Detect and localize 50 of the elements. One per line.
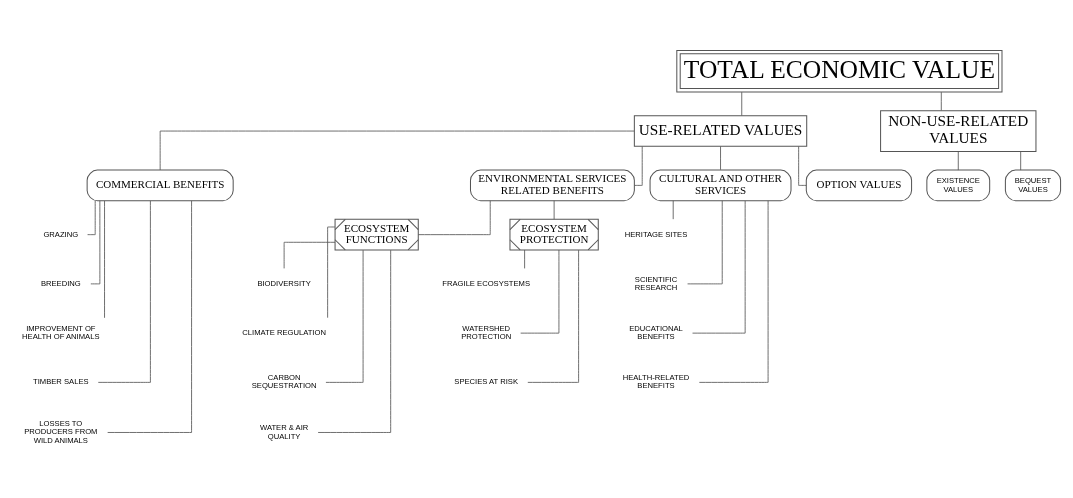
node-box: CULTURAL AND OTHER SERVICES <box>649 169 792 201</box>
node-box: EXISTENCE VALUES <box>926 169 991 201</box>
node-text: SPECIES AT RISK <box>454 376 519 386</box>
connector <box>687 199 723 284</box>
node-text: IMPROVEMENT OF HEALTH OF ANIMALS <box>22 323 100 341</box>
connector <box>698 199 769 383</box>
node-box: ENVIRONMENTAL SERVICES RELATED BENEFITS <box>470 169 635 201</box>
connector <box>87 199 96 235</box>
node-text: SCIENTIFIC RESEARCH <box>634 274 678 292</box>
connector <box>692 200 746 334</box>
connector <box>634 145 643 186</box>
node-text: CLIMATE REGULATION <box>242 327 326 337</box>
node-box: BEQUEST VALUES <box>1004 169 1062 201</box>
connector <box>159 130 635 170</box>
connector <box>283 241 336 269</box>
connector <box>417 199 491 235</box>
connector <box>741 91 743 116</box>
connector <box>957 150 959 170</box>
node-text: HEALTH-RELATED BENEFITS <box>622 372 690 390</box>
node-text: WATERSHED PROTECTION <box>461 323 512 341</box>
node-box: NON-USE-RELATED VALUES <box>880 109 1037 152</box>
connector <box>327 226 336 318</box>
connector <box>524 249 526 269</box>
connector <box>527 249 580 383</box>
node-text: LOSSES TO PRODUCERS FROM WILD ANIMALS <box>24 418 98 445</box>
connector <box>97 199 151 383</box>
connector <box>107 199 192 433</box>
connector <box>798 145 807 186</box>
connector <box>317 249 392 433</box>
connector <box>90 199 101 284</box>
connector <box>940 91 942 111</box>
connector <box>104 200 105 318</box>
node-text: GRAZING <box>43 229 79 239</box>
node-box: USE-RELATED VALUES <box>633 114 808 147</box>
node-box: OPTION VALUES <box>805 169 913 201</box>
connector <box>720 145 721 170</box>
node-text: BREEDING <box>40 278 81 288</box>
connector <box>553 199 555 220</box>
node-box: COMMERCIAL BENEFITS <box>86 169 234 201</box>
node-text: TIMBER SALES <box>33 376 89 386</box>
node-text: EDUCATIONAL BENEFITS <box>629 323 683 341</box>
node-text: HERITAGE SITES <box>624 229 688 239</box>
connector <box>1020 150 1022 170</box>
node-text: FRAGILE ECOSYSTEMS <box>442 278 531 288</box>
connector <box>520 249 560 334</box>
node-text: WATER & AIR QUALITY <box>259 422 309 441</box>
node-text: BIODIVERSITY <box>257 278 311 288</box>
connector <box>325 249 364 383</box>
connector <box>672 199 674 220</box>
node-text: CARBON SEQUESTRATION <box>251 372 317 390</box>
